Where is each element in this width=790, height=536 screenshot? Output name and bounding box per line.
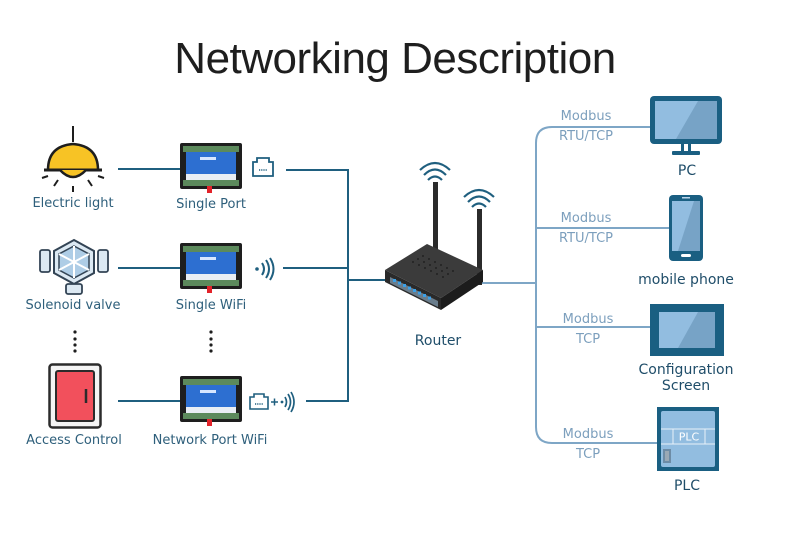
router-label: Router [414, 333, 462, 349]
valve-icon [39, 238, 109, 295]
router-icon [385, 161, 495, 310]
io-module-label: Single Port [176, 197, 246, 212]
antenna-right [463, 188, 495, 285]
left-connections [118, 168, 386, 402]
door-icon [48, 363, 102, 429]
io-module-label: Network Port WiFi [152, 433, 268, 448]
wifi-signal-icon [255, 257, 275, 281]
client-label: PLC [673, 478, 701, 494]
monitor-icon [650, 96, 722, 155]
phone-icon [669, 195, 703, 261]
ethernet-port-icon [252, 157, 274, 177]
field-device-label: Access Control [26, 433, 122, 448]
lamp-icon [41, 126, 105, 192]
page-title: Networking Description [174, 34, 616, 83]
line-bus-trunk [535, 126, 660, 444]
plc-inner-label: PLC [679, 431, 700, 444]
field-device-label: Electric light [32, 196, 114, 211]
io-module-icon [180, 376, 242, 426]
io-module-label: Single WiFi [175, 298, 247, 313]
ellipsis-dots [73, 330, 213, 353]
right-connections [482, 126, 669, 444]
io-module-icon [180, 243, 242, 293]
field-device-label: Solenoid valve [25, 298, 121, 313]
ethernet-plus-wifi-icon [249, 391, 295, 413]
plc-icon: PLC [657, 407, 719, 471]
antenna-left [419, 161, 451, 258]
io-module-icon [180, 143, 242, 193]
touch-screen-icon [650, 304, 724, 356]
client-label: mobile phone [638, 272, 734, 288]
line-module1-to-bus [286, 169, 349, 402]
client-label: PC [677, 163, 697, 179]
